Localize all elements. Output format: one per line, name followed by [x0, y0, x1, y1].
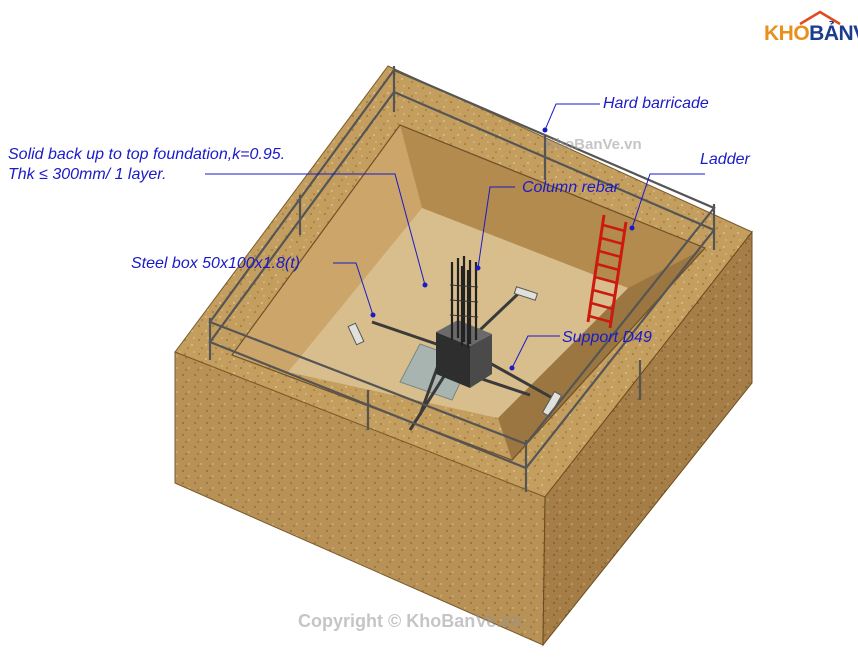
- brand-logo: KHOBẢNVẼ: [764, 22, 858, 46]
- logo-roof-icon: [799, 10, 841, 26]
- copyright-watermark: Copyright © KhoBanVe.vn: [298, 611, 523, 631]
- label-support: Support D49: [562, 329, 652, 346]
- hard-barricade: [208, 66, 716, 492]
- soil-right-face: [542, 230, 753, 647]
- logo-banve: BẢNVẼ: [809, 22, 858, 45]
- label-solid-backup-line2: Thk ≤ 300mm/ 1 layer.: [8, 166, 167, 183]
- logo-kho: KHO: [764, 22, 810, 45]
- label-solid-backup-line1: Solid back up to top foundation,k=0.95.: [8, 146, 286, 163]
- pit-left-wall: [232, 125, 422, 372]
- leader-dots: [370, 127, 635, 371]
- pit-back-left-wall: [400, 125, 705, 288]
- label-ladder: Ladder: [700, 151, 750, 168]
- ladder: [586, 214, 628, 329]
- label-steel-box: Steel box 50x100x1.8(t): [131, 255, 300, 272]
- support-struts: [371, 290, 557, 431]
- steel-box-back: [513, 286, 539, 301]
- steel-box-left: [347, 322, 365, 346]
- watermark-center: KhoBanVe.vn: [545, 136, 642, 153]
- rebar-stirrups: [449, 284, 479, 318]
- column-rebar: [450, 256, 478, 348]
- pit-rim: [231, 124, 707, 461]
- label-hard-barricade: Hard barricade: [603, 95, 709, 112]
- leader-lines: [205, 103, 705, 369]
- label-column-rebar: Column rebar: [522, 179, 619, 196]
